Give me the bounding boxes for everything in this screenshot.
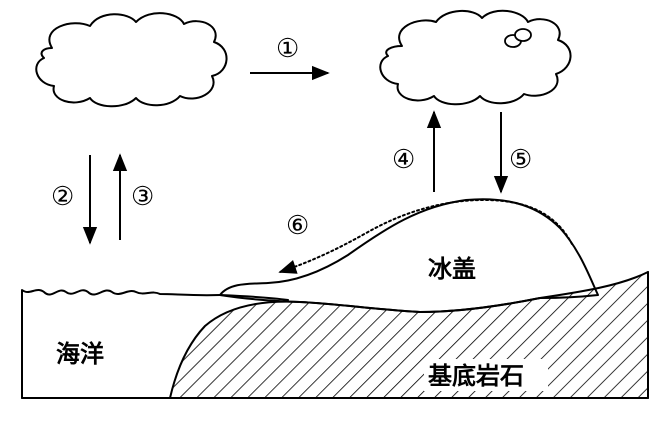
snowflake-ice-crystal xyxy=(514,28,532,42)
bedrock-label-backdrop xyxy=(424,359,548,391)
ice-sheet xyxy=(219,198,599,313)
label-ice-flow: ⑥ xyxy=(286,211,309,241)
ocean-outline xyxy=(21,289,221,399)
right-cloud xyxy=(379,9,572,106)
arrow-ice-flow xyxy=(278,198,573,274)
label-sublimation-ice: ④ xyxy=(392,145,415,175)
bedrock-region xyxy=(170,272,648,398)
label-ice-sheet: 冰盖 xyxy=(428,255,476,283)
label-precipitation-ocean: ② xyxy=(51,182,74,212)
label-evaporation-ocean: ③ xyxy=(131,182,154,212)
label-ocean: 海洋 xyxy=(56,340,104,368)
ice-shelf-underside xyxy=(219,294,289,301)
label-bedrock: 基底岩石 xyxy=(428,362,524,390)
label-transport: ① xyxy=(276,34,299,64)
left-cloud xyxy=(35,12,228,108)
label-snowfall-ice: ⑤ xyxy=(509,145,532,175)
